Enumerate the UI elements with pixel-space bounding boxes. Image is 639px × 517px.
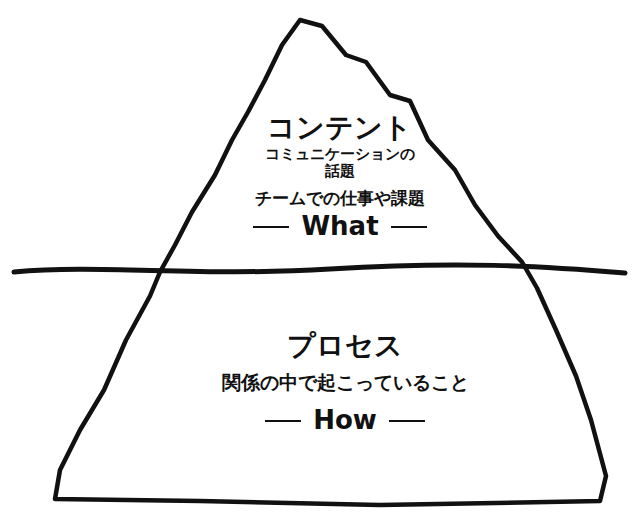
region-title: コンテント <box>267 112 412 144</box>
keyword-row: What <box>253 212 426 242</box>
region-text: How <box>313 406 377 436</box>
region-text: What <box>301 212 378 242</box>
region-text: チームでの仕事や課題 <box>255 189 425 209</box>
iceberg-outline <box>55 20 606 505</box>
keyword-row: How <box>265 406 425 436</box>
content-region: コンテントコミュニケーションの 話題チームでの仕事や課題 What <box>253 112 426 242</box>
region-text: 関係の中で起こっていること <box>222 372 469 394</box>
process-region: プロセス関係の中で起こっていること How <box>222 330 469 436</box>
water-line <box>14 265 625 273</box>
region-title: プロセス <box>287 330 403 362</box>
dash-line <box>391 226 427 228</box>
dash-line <box>253 226 289 228</box>
region-text: コミュニケーションの 話題 <box>257 146 422 181</box>
dash-line <box>265 420 301 422</box>
dash-line <box>389 420 425 422</box>
